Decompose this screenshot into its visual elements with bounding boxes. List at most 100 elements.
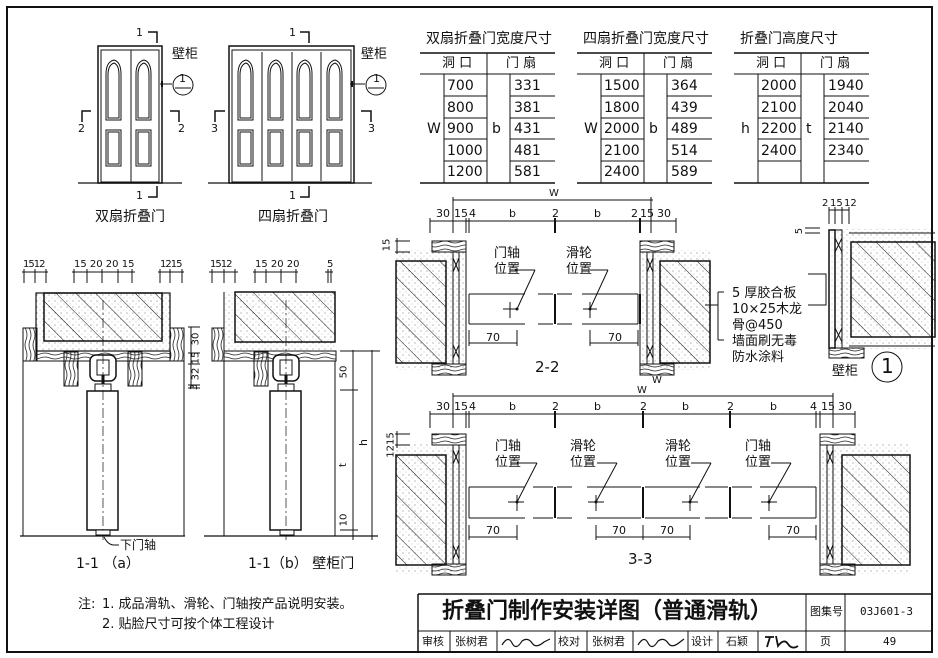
detail-dim-15: 15 [830,198,843,209]
table-cell-leaf: 489 [671,121,698,138]
detail-ref-quad: 1 [373,72,380,85]
double-door-caption: 双扇折叠门 [95,209,165,225]
reviewer-signature [501,638,551,648]
table-lines [420,52,869,184]
dim-value: 2 [552,400,559,413]
table-title: 四扇折叠门宽度尺寸 [583,31,709,47]
dim-value: 15 [454,400,468,413]
section-mark-1-bottom-quad: 1 [289,189,296,202]
table-header-opening: 洞 口 [756,56,787,71]
pivot-label: 门轴 [494,246,521,261]
dim-4: 4 [469,207,476,220]
dim-15-height: 15 [381,238,393,252]
table-cell-opening: 1000 [447,142,483,159]
section-3-3 [395,393,911,576]
table-cell-opening: 1200 [447,164,483,181]
page-label: 页 [820,635,831,648]
detail-dim-5: 5 [794,227,806,235]
atlas-number: 03J601-3 [860,605,913,618]
dim-value: b [770,400,777,413]
designer-signature [765,635,799,649]
position-label: 滑轮 [665,439,692,454]
table-title: 折叠门高度尺寸 [740,31,838,47]
atlas-label: 图集号 [810,605,843,618]
table-cell-leaf: 2140 [828,121,864,138]
quad-door-elevation [208,31,387,198]
dim-W-bottom: W [652,375,662,386]
position-label-sub: 位置 [745,455,772,470]
section-mark-1-top: 1 [136,26,143,39]
dim-h: h [356,439,370,446]
table-cell-opening: 1500 [604,78,640,94]
notes-prefix: 注: [78,597,96,612]
dim-value: 4 [469,400,476,413]
double-door-elevation [78,31,194,198]
table-cell-leaf: 381 [514,99,541,116]
dim-value: b [682,400,689,413]
dim-value: 30 [838,400,852,413]
section-2-2-label: 2-2 [535,358,560,376]
position-label: 滑轮 [570,439,597,454]
dim-5: 5 [327,259,334,270]
detail-ref: 1 [179,72,186,85]
review-label: 审核 [422,635,444,648]
dim-value: 2 [727,400,734,413]
dim-value: 15 [821,400,835,413]
dim-15: 15 [640,207,654,220]
section-1-1a [20,269,200,546]
table-cell-leaf: 2040 [828,99,864,116]
table-header-opening: 洞 口 [442,56,473,71]
section-3-3-label: 3-3 [628,550,653,568]
designer-name: 石颖 [726,635,748,648]
detail-dim-2: 2 [822,198,829,209]
dim-value: b [594,400,601,413]
note-item-2: 2. 贴脸尺寸可按个体工程设计 [102,617,275,632]
material-note-leader [705,291,724,341]
dim-1512: 1512 [23,259,45,270]
dim-b: b [594,207,601,220]
offset-70-left: 70 [486,331,500,344]
table-cell-leaf: 589 [671,164,698,181]
table-cell-leaf: 431 [514,121,541,138]
drawing-title: 折叠门制作安装详图（普通滑轨） [442,599,773,624]
table-cell-leaf: 439 [671,99,698,116]
dim-value: 4 [810,400,817,413]
position-label: 门轴 [495,439,522,454]
offset-70: 70 [786,524,800,537]
note-line: 防水涂料 [732,350,785,365]
detail-dim-12: 12 [844,198,857,209]
table-cell-leaf: 331 [514,78,541,94]
table-cell-leaf: 2340 [828,142,864,159]
position-label-sub: 位置 [495,455,522,470]
dim-30: 30 [436,207,450,220]
table-cell-opening: 1800 [604,99,640,116]
table-cell-opening: 2000 [761,78,797,94]
section-2-2 [395,197,711,376]
opening-symbol: h [741,121,750,137]
position-label-sub: 位置 [665,455,692,470]
dim-50: 50 [338,365,350,379]
section-mark-3-right: 3 [368,122,375,135]
detail-1 [805,207,936,383]
table-cell-opening: 2100 [604,142,640,159]
dim-15: 15 [454,207,468,220]
offset-70: 70 [612,524,626,537]
checker-signature [637,638,685,648]
opening-symbol: W [427,121,441,137]
section-mark-1-top-quad: 1 [289,26,296,39]
table-title: 双扇折叠门宽度尺寸 [426,31,552,47]
table-cell-leaf: 364 [671,78,698,94]
roller-position-label: 位置 [566,262,593,277]
table-header-opening: 洞 口 [599,56,630,71]
section-1-1a-label: 1-1 （a） [76,556,140,572]
dim-15-20-20: 15 20 20 [255,259,300,270]
dim-30: 30 [190,332,202,346]
offset-70: 70 [660,524,674,537]
table-cell-opening: 2100 [761,99,797,116]
design-label: 设计 [691,635,713,648]
table-header-leaf: 门 扇 [506,56,537,71]
section-mark-3-left: 3 [211,122,218,135]
detail-ref-number: 1 [881,354,894,378]
